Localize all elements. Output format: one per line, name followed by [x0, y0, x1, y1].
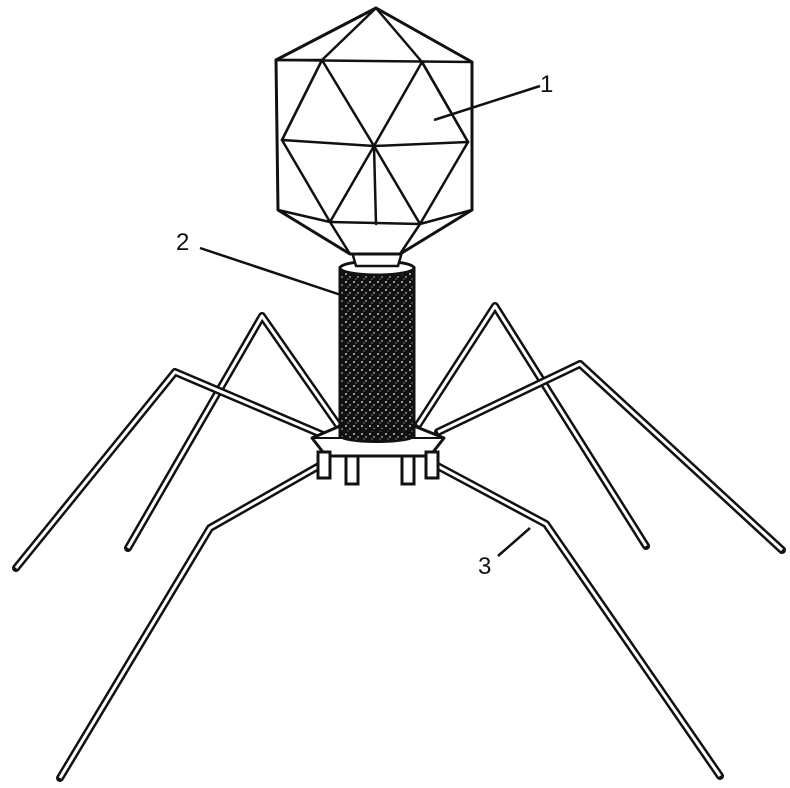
- label-tail-sheath: 2: [176, 229, 189, 256]
- label-capsid: 1: [540, 71, 553, 98]
- tail-fiber-front-right: [430, 462, 720, 776]
- leader-line-2: [200, 248, 344, 296]
- leader-line-3: [498, 528, 530, 556]
- tail-sheath: [340, 261, 414, 442]
- label-tail-fiber: 3: [478, 553, 491, 580]
- tail-fiber-front-left: [60, 462, 326, 778]
- tail-fiber-back-right-b: [438, 364, 782, 550]
- capsid: [276, 8, 472, 254]
